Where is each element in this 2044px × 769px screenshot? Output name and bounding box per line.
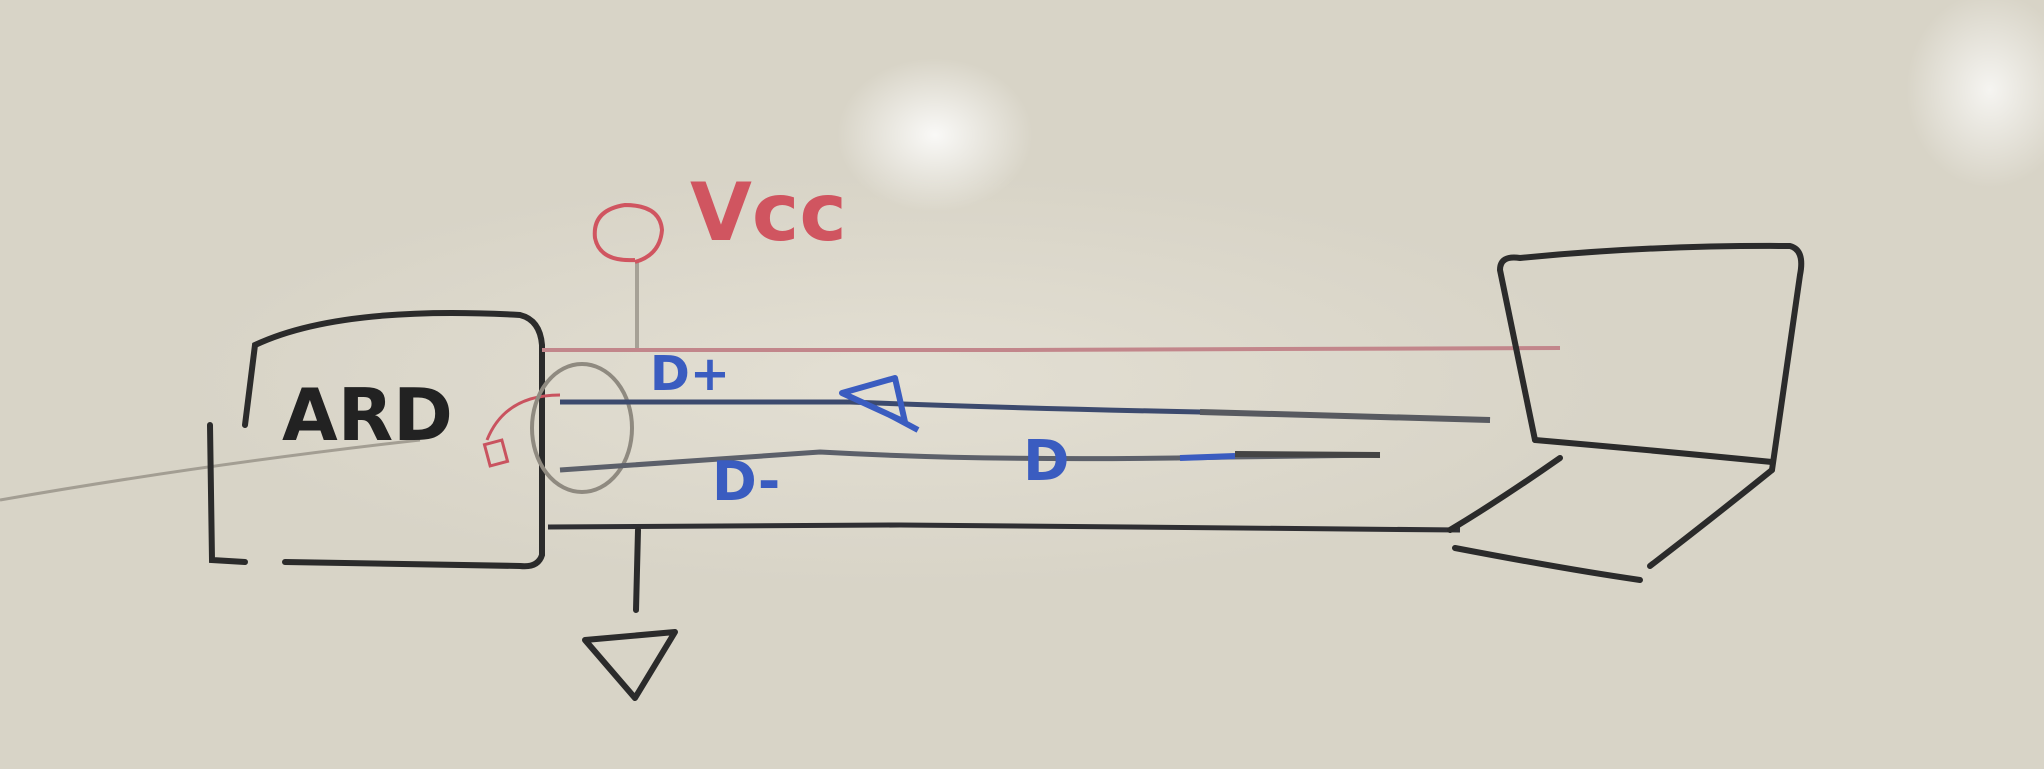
laptop-icon (1447, 242, 1805, 583)
d-plus-label: D+ (650, 346, 730, 402)
d-plus-wire (560, 399, 1491, 423)
stray-cable-line (0, 438, 421, 502)
ground-wire (547, 522, 1461, 533)
usb-port-mark (482, 438, 510, 468)
arduino-label: ARD (282, 373, 453, 457)
d-minus-wire-black (1234, 451, 1381, 458)
vcc-label: Vcc (690, 166, 847, 259)
d-plus-diode-icon (839, 375, 920, 433)
connector-circle (530, 362, 634, 494)
d-minus-diode-label: D (1023, 429, 1069, 494)
vcc-terminal (592, 202, 665, 348)
vcc-wire (542, 346, 1561, 352)
arduino-box (207, 310, 545, 570)
d-minus-label: D- (712, 450, 780, 513)
usb-port-lead (485, 393, 561, 441)
d-plus-wire-gray (1199, 409, 1491, 423)
ground-icon (582, 527, 678, 701)
d-minus-wire-blue (1179, 453, 1236, 461)
